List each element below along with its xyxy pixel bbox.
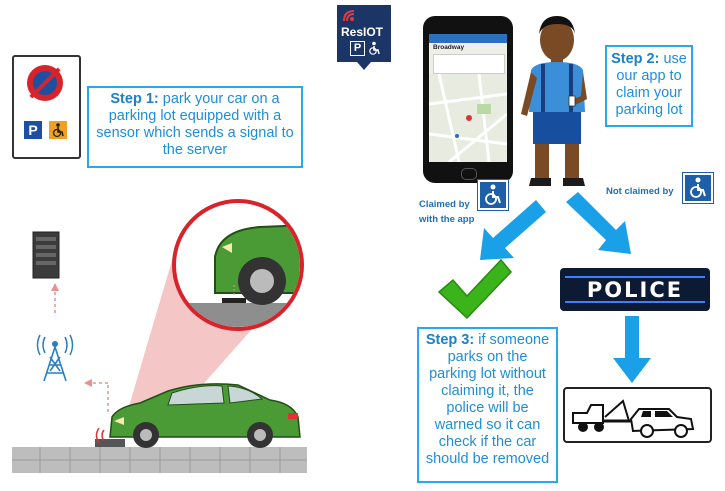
parking-sign: P	[12, 55, 81, 159]
step1-title: Step 1:	[110, 91, 159, 107]
not-claimed-label: Not claimed by	[606, 186, 674, 197]
parking-p-icon: P	[24, 121, 42, 139]
step1-text: park your car on a parking lot equipped …	[96, 91, 294, 158]
arrow-to-check	[480, 200, 546, 260]
sensor-scene	[12, 199, 307, 473]
tow-sign	[563, 387, 712, 443]
server-icon	[32, 231, 60, 279]
person-figure	[521, 16, 587, 186]
check-icon	[437, 258, 513, 320]
arrow-to-police	[566, 192, 631, 254]
wifi-logo-icon	[343, 10, 355, 22]
step3-box: Step 3: if someone parks on the parking …	[417, 327, 558, 483]
zoom-circle	[172, 199, 304, 331]
claimed-wheelchair-icon	[477, 179, 509, 211]
claimed-label: Claimed by with the app	[419, 197, 474, 227]
police-text: POLICE	[586, 278, 684, 302]
phone-address: Broadway	[433, 44, 465, 51]
resiot-logo: ResIOT P	[337, 5, 391, 70]
no-parking-icon	[27, 65, 63, 101]
claimed-label-line2: with the app	[419, 214, 475, 225]
step1-box: Step 1: park your car on a parking lot e…	[87, 86, 303, 168]
police-sign: POLICE	[560, 268, 710, 311]
logo-text: ResIOT	[341, 25, 384, 39]
step3-text: if someone parks on the parking lot with…	[425, 332, 550, 467]
map-view	[429, 74, 507, 162]
step2-box: Step 2: use our app to claim your parkin…	[605, 45, 693, 127]
not-claimed-wheelchair-icon	[682, 172, 714, 204]
logo-p: P	[350, 41, 365, 56]
step3-title: Step 3:	[425, 332, 475, 348]
claimed-label-line1: Claimed by	[419, 199, 470, 210]
smartphone: Broadway	[423, 16, 513, 183]
arrow-to-tow	[613, 316, 651, 383]
step2-title: Step 2:	[611, 51, 660, 67]
car-icon	[109, 383, 301, 448]
step2-text: use our app to claim your parking lot	[615, 51, 687, 118]
wheelchair-icon	[49, 121, 67, 139]
antenna-icon	[36, 334, 74, 382]
logo-wheelchair-icon	[369, 41, 380, 55]
tow-truck-icon	[572, 399, 695, 438]
